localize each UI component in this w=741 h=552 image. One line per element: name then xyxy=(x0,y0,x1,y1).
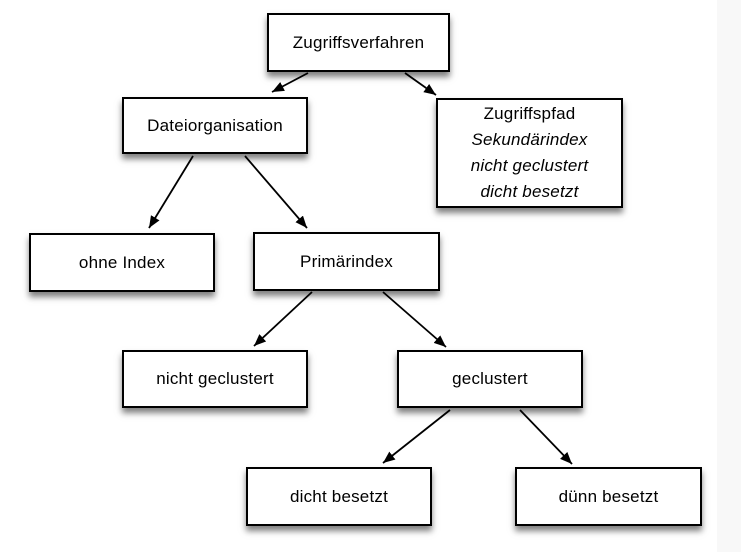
node-zugriffspfad-line-2: Sekundärindex xyxy=(471,130,588,149)
node-dateiorganisation: Dateiorganisation xyxy=(122,97,308,154)
node-nicht-geclustert: nicht geclustert xyxy=(122,350,308,408)
edge-dateiorganisation-to-ohne-index xyxy=(148,155,194,229)
node-dicht-besetzt-label: dicht besetzt xyxy=(289,486,389,506)
page-edge-strip xyxy=(717,0,741,552)
node-geclustert-label: geclustert xyxy=(452,369,528,388)
edge-primaerindex-to-geclustert xyxy=(382,291,447,348)
node-duenn-besetzt: dünn besetzt xyxy=(515,467,702,526)
node-primaerindex-label: Primärindex xyxy=(300,251,393,271)
node-zugriffsverfahren: Zugriffsverfahren xyxy=(267,13,450,72)
node-nicht-geclustert-label: nicht geclustert xyxy=(156,369,274,388)
node-zugriffspfad-line-3: nicht geclustert xyxy=(470,156,589,175)
node-ohne-index: ohne Index xyxy=(29,233,215,292)
node-duenn-besetzt-label: dünn besetzt xyxy=(558,486,659,506)
edge-geclustert-to-duenn-besetzt xyxy=(519,409,573,465)
node-zugriffspfad-line-1: Zugriffspfad xyxy=(483,104,576,123)
edge-primaerindex-to-nicht-geclustert xyxy=(253,291,313,347)
edge-geclustert-to-dicht-besetzt xyxy=(382,409,451,464)
node-dateiorganisation-label: Dateiorganisation xyxy=(147,115,283,135)
edge-root-to-zugriffspfad xyxy=(404,72,437,96)
node-geclustert: geclustert xyxy=(397,350,583,408)
node-ohne-index-label: ohne Index xyxy=(78,252,166,272)
edge-dateiorganisation-to-primaerindex xyxy=(244,155,308,229)
node-zugriffspfad: Zugriffspfad Sekundärindex nicht geclust… xyxy=(436,98,623,208)
node-zugriffsverfahren-label: Zugriffsverfahren xyxy=(292,32,425,52)
node-zugriffspfad-line-4: dicht besetzt xyxy=(480,182,579,201)
node-primaerindex: Primärindex xyxy=(253,232,440,291)
node-dicht-besetzt: dicht besetzt xyxy=(246,467,432,526)
edge-root-to-dateiorganisation xyxy=(271,72,309,93)
